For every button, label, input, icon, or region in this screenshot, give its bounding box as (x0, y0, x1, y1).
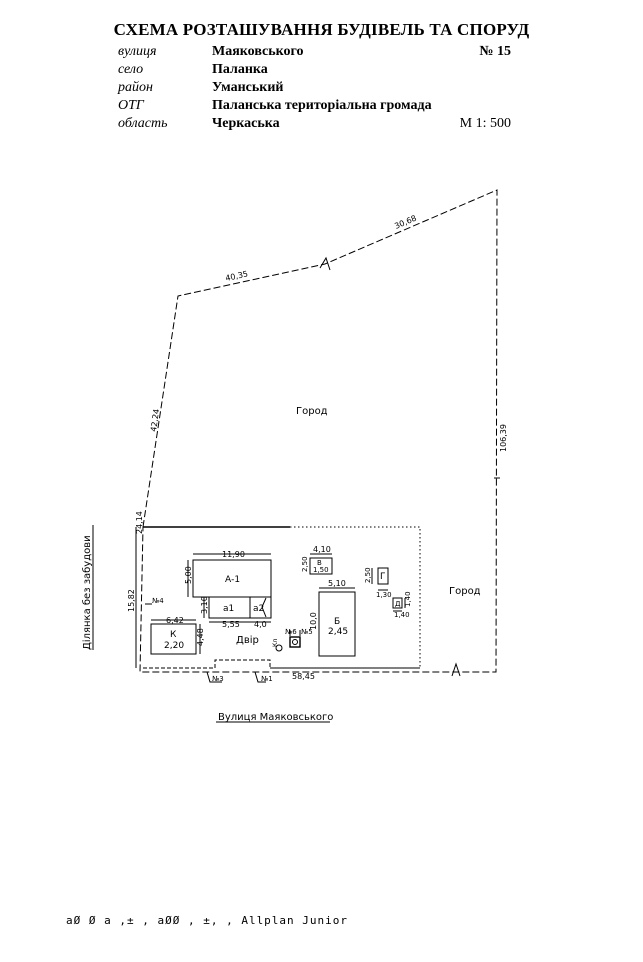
building-a2-ext-label: а2 (253, 604, 264, 614)
building-b (318, 591, 356, 657)
building-a2-ext-width: 4,0 (254, 620, 267, 629)
dim-left-mid: 24,14 (135, 511, 144, 534)
building-k-label: К (170, 630, 177, 640)
fence-number-1: №1 (261, 675, 273, 683)
fence-marker (254, 671, 266, 683)
scale-label: М 1: 500 (459, 116, 511, 131)
building-d (392, 597, 403, 609)
dim-left-upper: 42,24 (149, 408, 161, 432)
row-label: село (118, 62, 144, 77)
building-d-depth: 1,40 (404, 591, 412, 607)
garden-label-top: Город (296, 406, 328, 417)
row-value: Уманський (212, 80, 284, 95)
building-b-depth: 10,0 (309, 612, 318, 630)
well-symbol (292, 639, 298, 645)
well-label: Кл (272, 639, 279, 647)
building-b-height: 2,45 (328, 627, 348, 637)
scheme-title: СХЕМА РОЗТАШУВАННЯ БУДІВЕЛЬ ТА СПОРУД (113, 20, 530, 39)
building-g (377, 567, 389, 585)
dim-right: 106,39 (499, 424, 508, 452)
building-v (309, 557, 333, 575)
building-b-label: Б (334, 617, 340, 627)
break-mark (451, 662, 461, 677)
pipe-symbol (275, 644, 283, 652)
building-k (150, 623, 197, 655)
fence-number-4: №4 (152, 597, 164, 605)
building-b-width: 5,10 (328, 579, 346, 588)
dim-left-lower: 15,82 (127, 589, 136, 612)
building-v-depth: 2,50 (301, 556, 309, 572)
building-a2-ext (249, 596, 272, 619)
row-label: область (118, 116, 168, 131)
building-k-height: 2,20 (164, 641, 184, 651)
fence-number-6: №6 (285, 628, 297, 636)
building-g-label: Г (380, 572, 386, 582)
header-row-region: область Черкаська М 1: 500 (0, 116, 643, 136)
building-a1-depth: 5,00 (184, 566, 193, 584)
header-row-village: село Паланка (0, 62, 643, 82)
fence-number-5: №5 (301, 628, 313, 636)
dim-top-right: 30,68 (393, 214, 418, 231)
building-g-depth: 2,50 (364, 567, 372, 583)
header-row-district: район Уманський (0, 80, 643, 100)
yard-dotted-line (290, 526, 421, 668)
row-label: район (118, 80, 153, 95)
row-label: вулиця (118, 44, 157, 59)
break-mark (319, 256, 331, 271)
header-row-community: ОТГ Паланська територіальна громада (0, 98, 643, 118)
building-g-width: 1,30 (376, 591, 392, 599)
building-a1-ext-depth: 3,10 (200, 596, 209, 614)
building-a1-width: 11,90 (222, 550, 245, 559)
building-a1-ext-label: а1 (223, 604, 234, 614)
fence-line (143, 659, 271, 669)
row-value: Черкаська (212, 116, 280, 131)
dim-bottom: 58,45 (292, 672, 315, 681)
building-a1-ext-width: 5,55 (222, 620, 240, 629)
house-number: № 15 (479, 44, 511, 59)
yard-label: Двір (236, 634, 259, 646)
header-row-street: вулиця Маяковського № 15 (0, 44, 643, 64)
boundary-line (139, 189, 498, 673)
software-footer: аØ Ø а ,± , аØØ , ±, , Allplan Junior (66, 914, 349, 927)
building-v-width: 4,10 (313, 545, 331, 554)
neighbor-label: Ділянка без забудови (81, 535, 93, 650)
row-value: Паланська територіальна громада (212, 98, 432, 113)
row-label: ОТГ (118, 98, 144, 113)
row-value: Паланка (212, 62, 268, 77)
building-v-height: 1,50 (313, 566, 329, 574)
building-k-width: 6,42 (166, 616, 184, 625)
garden-label-right: Город (449, 586, 481, 597)
fence-marker (206, 671, 222, 683)
building-d-width: 1,40 (394, 611, 410, 619)
hatch-mark (261, 597, 267, 618)
building-d-label: Д (395, 600, 401, 608)
building-a1-label: А-1 (225, 575, 240, 585)
street-label: Вулиця Маяковського (218, 712, 333, 723)
building-v-label: В (317, 559, 322, 567)
row-value: Маяковського (212, 44, 304, 59)
building-k-depth: 4,48 (196, 628, 205, 646)
structure-5 (289, 636, 301, 648)
fence-number-3: №3 (212, 675, 224, 683)
